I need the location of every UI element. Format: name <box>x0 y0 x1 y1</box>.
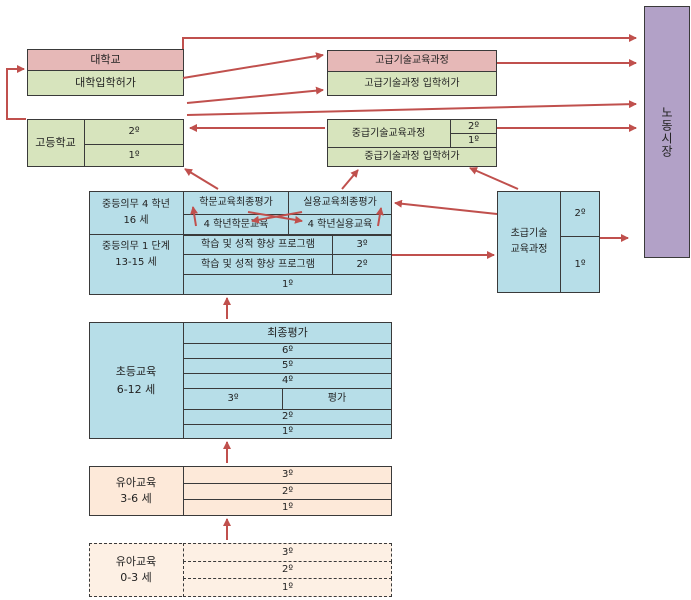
secondary-cycle1-age: 13-15 세 <box>115 257 157 268</box>
program-row2: 학습 및 성적 향상 프로그램 <box>183 254 333 275</box>
basic-technical-grade2: 2º <box>560 191 600 237</box>
primary-grade3: 3º <box>183 388 283 410</box>
mid-technical-grade1: 1º <box>450 133 497 148</box>
secondary-grade1: 1º <box>183 274 392 295</box>
university-title: 대학교 <box>27 49 184 71</box>
primary-age: 6-12 세 <box>116 382 156 396</box>
early-infant-label: 유아교육 0-3 세 <box>89 543 183 597</box>
mid-technical-admission: 중급기술과정 입학허가 <box>327 147 497 167</box>
primary-grade2: 2º <box>183 409 392 425</box>
early-infant-age: 0-3 세 <box>120 571 152 584</box>
primary-grade1: 1º <box>183 424 392 439</box>
high-school-grade1: 1º <box>84 144 184 167</box>
early-infant-title: 유아교육 <box>115 554 157 568</box>
high-school-title: 고등학교 <box>35 136 76 150</box>
basic-technical-grade1: 1º <box>560 236 600 293</box>
primary-grade6: 6º <box>183 343 392 359</box>
academic-final-eval: 학문교육최종평가 <box>183 191 289 215</box>
program-grade2: 2º <box>332 254 392 275</box>
primary-evaluation: 평가 <box>282 388 392 410</box>
arrow-university-to-higher-tech <box>182 52 324 79</box>
infant-label: 유아교육 3-6 세 <box>89 466 183 516</box>
mid-technical-grade2: 2º <box>450 119 497 134</box>
infant-age: 3-6 세 <box>120 492 152 505</box>
applied-year4: 4 학년실용교육 <box>288 214 392 235</box>
primary-title: 초등교육 <box>115 364 157 378</box>
early-infant-grade2: 2º <box>183 561 392 579</box>
arrow-highschool-to-labor <box>186 100 637 116</box>
arrow-applied-to-midtech <box>341 169 359 190</box>
infant-grade1: 1º <box>183 499 392 516</box>
program-row1: 학습 및 성적 향상 프로그램 <box>183 235 333 255</box>
arrow-academic-to-highschool <box>184 168 219 190</box>
arrow-highschool-to-higher-tech <box>186 86 324 104</box>
labor-market-box: 노동시장 <box>644 6 690 258</box>
arrow-highschool-to-university <box>6 65 26 120</box>
applied-final-eval: 실용교육최종평가 <box>288 191 392 215</box>
university-admission: 대학입학허가 <box>27 70 184 96</box>
arrow-university-to-labor <box>182 34 637 49</box>
academic-year4: 4 학년학문교육 <box>183 214 289 235</box>
infant-grade3: 3º <box>183 466 392 484</box>
early-infant-grade3: 3º <box>183 543 392 562</box>
arrow-basic-to-applied <box>394 199 498 215</box>
secondary-cycle1-text: 중등의무 1 단계 <box>102 241 170 252</box>
labor-market-title: 노동시장 <box>659 106 674 158</box>
early-infant-grade1: 1º <box>183 578 392 597</box>
secondary-cycle2-age: 16 세 <box>123 215 149 226</box>
secondary-cycle2-label: 중등의무 4 학년 16 세 <box>89 191 183 235</box>
basic-technical-title: 초급기술 교육과정 <box>497 191 561 293</box>
higher-technical-admission: 고급기술과정 입학허가 <box>327 71 497 96</box>
primary-grade4: 4º <box>183 373 392 389</box>
arrow-basic-to-midtech <box>469 167 519 190</box>
primary-grade5: 5º <box>183 358 392 374</box>
infant-grade2: 2º <box>183 483 392 500</box>
basic-technical-line2: 교육과정 <box>510 244 548 255</box>
program-grade3: 3º <box>332 235 392 255</box>
primary-label: 초등교육 6-12 세 <box>89 322 183 439</box>
infant-title: 유아교육 <box>115 475 157 489</box>
basic-technical-line1: 초급기술 <box>510 228 548 239</box>
secondary-cycle2-text: 중등의무 4 학년 <box>102 199 170 210</box>
mid-technical-title: 중급기술교육과정 <box>351 127 426 139</box>
high-school-grade2: 2º <box>84 119 184 145</box>
higher-technical-title: 고급기술교육과정 <box>327 50 497 72</box>
primary-final-eval: 최종평가 <box>183 322 392 344</box>
secondary-divider <box>89 234 392 235</box>
secondary-cycle1-label: 중등의무 1 단계 13-15 세 <box>89 235 183 275</box>
